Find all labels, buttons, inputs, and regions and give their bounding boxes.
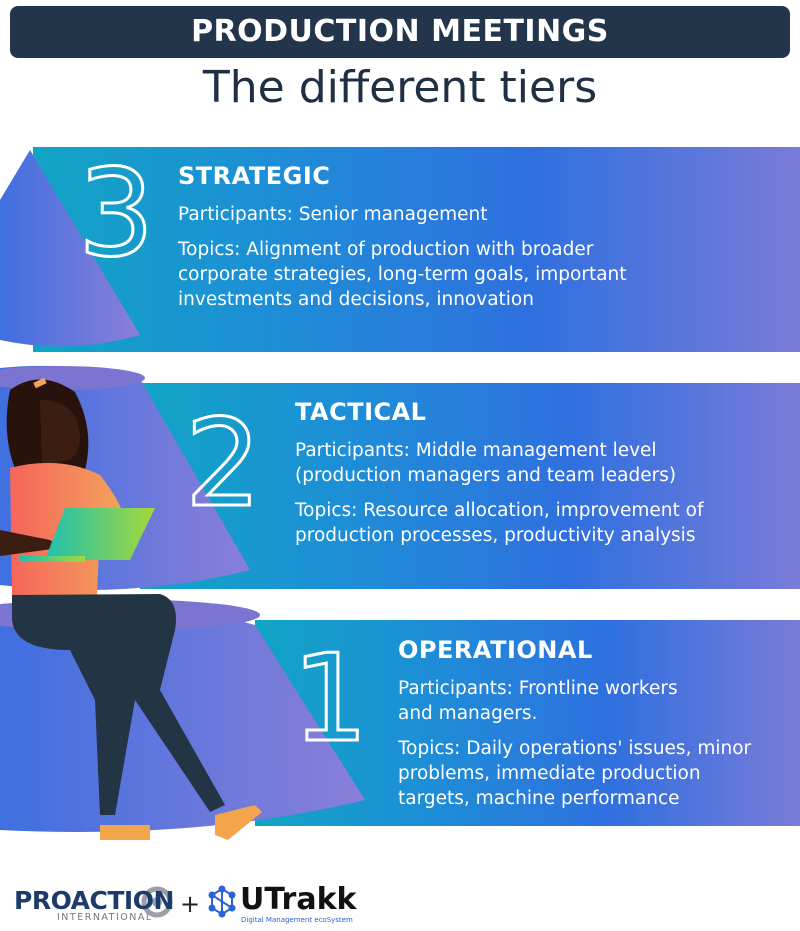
page-subtitle: The different tiers — [202, 62, 598, 113]
proaction-logo: PROACTION — [14, 886, 174, 915]
proaction-logo-icon — [141, 886, 173, 918]
tier-3-text: STRATEGIC Participants: Senior managemen… — [178, 162, 778, 322]
tier-3-band — [33, 147, 800, 352]
tier-3-topics: Topics: Alignment of production with bro… — [178, 239, 627, 310]
utrakk-logo: UTrakk — [240, 882, 357, 917]
tier-3-title: STRATEGIC — [178, 162, 331, 190]
tier-1-text: OPERATIONAL Participants: Frontline work… — [398, 636, 788, 821]
tier-2-title: TACTICAL — [295, 398, 427, 426]
person-illustration — [0, 377, 262, 840]
page-header: PRODUCTION MEETINGS — [10, 6, 790, 58]
utrakk-logo-sub: Digital Management ecoSystem — [241, 916, 353, 924]
tier-2-participants: Participants: Middle management level (p… — [295, 440, 677, 486]
tier-1-topics: Topics: Daily operations' issues, minor … — [398, 738, 752, 809]
tier-2-number: 2 — [185, 395, 261, 534]
tier-3-number: 3 — [78, 145, 154, 284]
cone-tier-3 — [0, 150, 140, 347]
tier-3-participants: Participants: Senior management — [178, 204, 488, 225]
tier-1-number: 1 — [292, 630, 368, 769]
tier-2-text: TACTICAL Participants: Middle management… — [295, 398, 775, 558]
proaction-logo-sub: INTERNATIONAL — [57, 912, 153, 923]
plus-sign: + — [180, 890, 201, 918]
tier-2-topics: Topics: Resource allocation, improvement… — [295, 500, 704, 546]
utrakk-logo-icon — [208, 885, 236, 918]
tier-2-band — [140, 383, 800, 589]
tier-1-participants: Participants: Frontline workers and mana… — [398, 678, 678, 724]
tier-1-title: OPERATIONAL — [398, 636, 593, 664]
